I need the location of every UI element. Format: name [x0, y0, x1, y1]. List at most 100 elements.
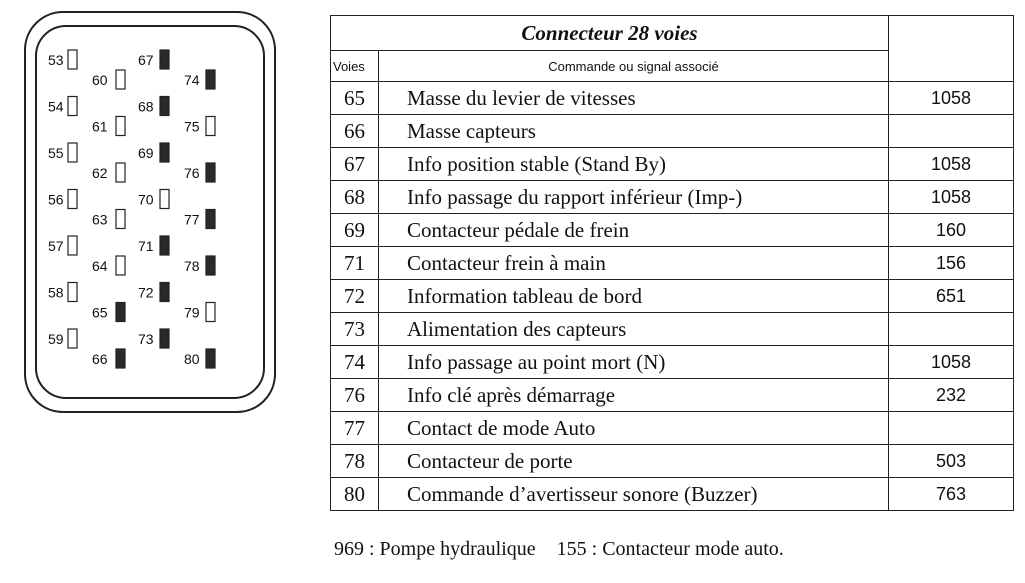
- pin-contact-empty: [115, 115, 126, 137]
- pin-label: 65: [92, 305, 108, 321]
- pin-label: 56: [48, 192, 64, 208]
- pin-label: 54: [48, 99, 64, 115]
- row-reference: 232: [888, 378, 1014, 412]
- row-description: Contacteur de porte: [378, 444, 889, 478]
- pin-label: 58: [48, 285, 64, 301]
- row-pin: 74: [330, 345, 379, 379]
- pin-contact-used: [205, 162, 216, 183]
- row-description: Info position stable (Stand By): [378, 147, 889, 181]
- row-pin: 77: [330, 411, 379, 445]
- pin-label: 71: [138, 238, 154, 254]
- pin-label: 63: [92, 212, 108, 228]
- pin-contact-used: [205, 348, 216, 369]
- pin-contact-used: [159, 95, 170, 117]
- pin-contact-used: [159, 142, 170, 163]
- row-reference: 160: [888, 213, 1014, 247]
- pin-contact-empty: [115, 255, 126, 276]
- pin-label: 57: [48, 238, 64, 254]
- row-pin: 67: [330, 147, 379, 181]
- pin-contact-empty: [67, 95, 78, 117]
- pin-contact-empty: [67, 328, 78, 349]
- pin-label: 55: [48, 145, 64, 161]
- row-description: Information tableau de bord: [378, 279, 889, 313]
- row-reference: 763: [888, 477, 1014, 511]
- row-pin: 71: [330, 246, 379, 280]
- row-pin: 69: [330, 213, 379, 247]
- pin-contact-used: [115, 348, 126, 369]
- row-description: Info clé après démarrage: [378, 378, 889, 412]
- pin-label: 77: [184, 212, 200, 228]
- row-pin: 76: [330, 378, 379, 412]
- row-description: Info passage du rapport inférieur (Imp-): [378, 180, 889, 214]
- row-description: Contacteur pédale de frein: [378, 213, 889, 247]
- pin-contact-used: [115, 301, 126, 323]
- row-reference: 1058: [888, 147, 1014, 181]
- pin-contact-empty: [67, 281, 78, 303]
- pin-contact-used: [159, 328, 170, 349]
- table-title: Connecteur 28 voies: [330, 15, 889, 51]
- row-pin: 72: [330, 279, 379, 313]
- pin-label: 78: [184, 258, 200, 274]
- pin-label: 75: [184, 119, 200, 135]
- pin-contact-used: [159, 281, 170, 303]
- legend-item-pump: 969 : Pompe hydraulique: [334, 538, 536, 560]
- row-pin: 80: [330, 477, 379, 511]
- row-description: Info passage au point mort (N): [378, 345, 889, 379]
- pin-label: 66: [92, 351, 108, 367]
- header-command: Commande ou signal associé: [378, 50, 889, 82]
- pin-contact-used: [159, 235, 170, 256]
- pin-label: 70: [138, 192, 154, 208]
- row-description: Alimentation des capteurs: [378, 312, 889, 346]
- pin-contact-used: [205, 255, 216, 276]
- pin-label: 53: [48, 52, 64, 68]
- pin-label: 79: [184, 305, 200, 321]
- pin-label: 68: [138, 99, 154, 115]
- pin-label: 62: [92, 165, 108, 181]
- table-header-row: Voies Commande ou signal associé: [330, 50, 1014, 82]
- row-reference: 1058: [888, 345, 1014, 379]
- pin-label: 80: [184, 351, 200, 367]
- legend: 969 : Pompe hydraulique 155 : Contacteur…: [334, 538, 784, 561]
- pin-label: 72: [138, 285, 154, 301]
- row-description: Masse du levier de vitesses: [378, 81, 889, 115]
- row-description: Contact de mode Auto: [378, 411, 889, 445]
- table-title-row: Connecteur 28 voies: [330, 15, 1014, 82]
- row-pin: 68: [330, 180, 379, 214]
- pin-label: 61: [92, 119, 108, 135]
- pin-label: 64: [92, 258, 108, 274]
- row-reference: 1058: [888, 180, 1014, 214]
- pin-contact-empty: [205, 301, 216, 323]
- connector-inner-shell: [35, 25, 265, 399]
- pin-label: 67: [138, 52, 154, 68]
- pin-table: Connecteur 28 voies Voies Commande ou si…: [330, 15, 1014, 511]
- pin-label: 74: [184, 72, 200, 88]
- row-reference: [888, 312, 1014, 346]
- pin-label: 59: [48, 331, 64, 347]
- pin-contact-empty: [67, 49, 78, 70]
- pin-contact-used: [205, 69, 216, 90]
- connector-pins: 5354555657585960616263646566676869707172…: [48, 49, 216, 369]
- row-reference: [888, 411, 1014, 445]
- pin-contact-empty: [67, 235, 78, 256]
- legend-item-auto-switch: 155 : Contacteur mode auto.: [556, 538, 784, 560]
- row-reference: 1058: [888, 81, 1014, 115]
- pin-contact-empty: [67, 142, 78, 163]
- pin-label: 76: [184, 165, 200, 181]
- pin-contact-used: [205, 208, 216, 230]
- connector-outer-shell: [24, 11, 276, 413]
- pin-label: 60: [92, 72, 108, 88]
- row-reference: [888, 114, 1014, 148]
- row-description: Masse capteurs: [378, 114, 889, 148]
